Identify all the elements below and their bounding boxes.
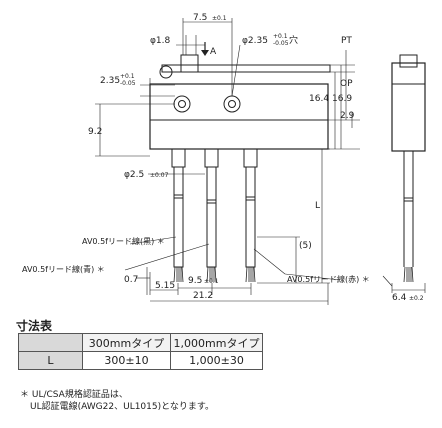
dim-5-15: 5.15 bbox=[155, 281, 175, 291]
label-lead-red: AV0.5fリード線(赤) ＊ bbox=[287, 274, 370, 284]
table-row: L 300±10 1,000±30 bbox=[18, 351, 263, 370]
dim-7-5: 7.5 bbox=[193, 13, 207, 23]
svg-text:+0.1: +0.1 bbox=[120, 73, 135, 80]
dimension-text: 7.5 ±0.1 φ1.8 PT A φ2.35 +0.1 -0.05 穴 PT… bbox=[22, 13, 424, 303]
svg-text:-0.05: -0.05 bbox=[120, 80, 136, 87]
dim-6-4: 6.4 bbox=[392, 293, 407, 303]
table-cell: L bbox=[18, 351, 83, 370]
svg-text:±0.1: ±0.1 bbox=[212, 15, 227, 22]
dim-2-35: 2.35 bbox=[100, 76, 120, 86]
footnote-line: ＊ UL/CSA規格認証品は、 bbox=[20, 390, 128, 400]
dim-21-2: 21.2 bbox=[193, 291, 213, 301]
label-pt: PT bbox=[341, 36, 352, 46]
arrow-a-label: A bbox=[210, 47, 217, 57]
dimension-table: 300mmタイプ 1,000mmタイプ L 300±10 1,000±30 bbox=[18, 333, 263, 370]
dim-16-4: 16.4 bbox=[309, 94, 329, 104]
mounting-hole-left bbox=[173, 95, 191, 113]
lead-wire-black bbox=[173, 166, 184, 268]
table-header-row: 300mmタイプ 1,000mmタイプ bbox=[18, 333, 263, 352]
roller bbox=[159, 65, 173, 79]
dim-phi-2-35: φ2.35 bbox=[242, 36, 268, 46]
svg-text:-0.05: -0.05 bbox=[273, 40, 289, 47]
svg-text:±0.2: ±0.2 bbox=[409, 295, 424, 302]
switch-dimension-drawing: 7.5 ±0.1 φ1.8 PT A φ2.35 +0.1 -0.05 穴 PT… bbox=[22, 13, 426, 305]
dim-phi-1-8: φ1.8 bbox=[150, 36, 171, 46]
footnote: ＊ UL/CSA規格認証品は、 UL認証電線(AWG22、UL1015)となりま… bbox=[20, 389, 214, 413]
svg-text:±0.07: ±0.07 bbox=[150, 172, 169, 179]
svg-text:穴: 穴 bbox=[289, 34, 298, 46]
lead-wire-blue bbox=[206, 166, 217, 268]
table-header-cell: 300mmタイプ bbox=[82, 333, 171, 352]
table-cell: 300±10 bbox=[82, 351, 171, 370]
switch-front-view bbox=[149, 54, 331, 283]
label-lead-blue: AV0.5fリード線(青) ＊ bbox=[22, 264, 105, 274]
dimension-lines bbox=[95, 18, 360, 305]
svg-text:+0.1: +0.1 bbox=[273, 33, 288, 40]
lead-wire-red bbox=[245, 166, 256, 268]
dim-16-9: 16.9 bbox=[332, 94, 352, 104]
switch-body bbox=[149, 83, 329, 150]
dim-2-9: 2.9 bbox=[340, 111, 355, 121]
dim-9-5: 9.5 bbox=[188, 276, 202, 286]
actuator-lever bbox=[161, 64, 331, 73]
label-op: OP bbox=[340, 79, 353, 89]
mounting-hole-right bbox=[223, 95, 241, 113]
dim-phi-2-5: φ2.5 bbox=[124, 170, 144, 180]
table-header-cell bbox=[18, 333, 83, 352]
table-header-cell: 1,000mmタイプ bbox=[170, 333, 263, 352]
dim-9-2: 9.2 bbox=[88, 127, 102, 137]
switch-side-view bbox=[382, 54, 426, 293]
dim-l: L bbox=[315, 201, 320, 211]
label-lead-black: AV0.5fリード線(黒) ＊ bbox=[82, 236, 165, 246]
table-heading: 寸法表 bbox=[16, 319, 53, 333]
dim-0-7: 0.7 bbox=[124, 275, 138, 285]
plunger bbox=[180, 54, 199, 73]
svg-text:±0.1: ±0.1 bbox=[204, 278, 219, 285]
table-cell: 1,000±30 bbox=[170, 351, 263, 370]
footnote-line: UL認証電線(AWG22、UL1015)となります。 bbox=[30, 402, 214, 412]
dim-5: (5) bbox=[299, 241, 312, 251]
